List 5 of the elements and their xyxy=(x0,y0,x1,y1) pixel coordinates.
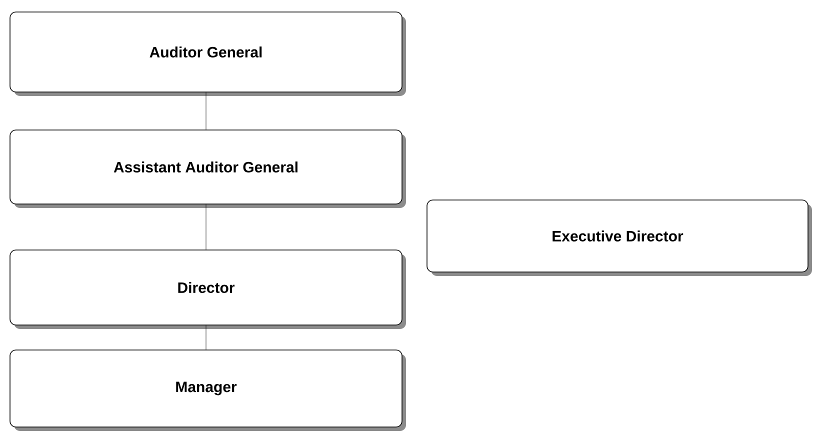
org-box: Auditor General xyxy=(10,12,406,96)
org-box: Assistant Auditor General xyxy=(10,130,406,208)
org-box: Director xyxy=(10,250,406,329)
org-box: Manager xyxy=(10,350,406,431)
org-box: Executive Director xyxy=(426,200,812,276)
